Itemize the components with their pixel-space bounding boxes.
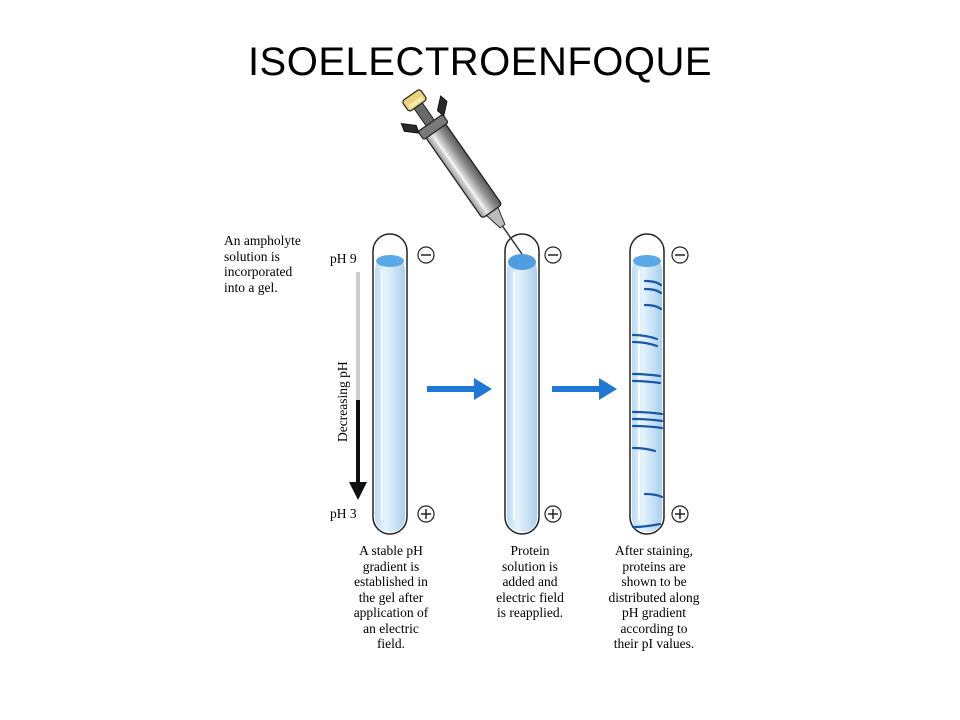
gel-tube-1 <box>372 233 408 535</box>
pipette-icon <box>400 89 523 255</box>
gel-tube-2 <box>504 233 540 535</box>
caption-step-3-text: After staining, proteins are shown to be… <box>608 543 700 651</box>
arrow-right-icon <box>552 378 617 400</box>
caption-step-3: After staining, proteins are shown to be… <box>586 543 722 652</box>
ph-axis: pH 9 pH 3 Decreasing pH <box>330 251 367 521</box>
ph-top-label: pH 9 <box>330 251 357 266</box>
electrode-markers <box>417 246 689 523</box>
slide-title: ISOELECTROENFOQUE <box>247 40 713 84</box>
caption-step-1-text: A stable pH gradient is established in t… <box>353 543 429 651</box>
intro-text: An ampholyte solution is incorporated in… <box>224 233 334 295</box>
plus-electrode-icon <box>417 505 435 523</box>
caption-step-2: Protein solution is added and electric f… <box>465 543 595 621</box>
caption-step-2-text: Protein solution is added and electric f… <box>496 543 564 620</box>
caption-step-1: A stable pH gradient is established in t… <box>326 543 456 652</box>
axis-label: Decreasing pH <box>335 361 350 442</box>
protein-bands <box>631 279 664 529</box>
minus-electrode-icon <box>671 246 689 264</box>
plus-electrode-icon <box>671 505 689 523</box>
gel-tube-3 <box>629 233 665 535</box>
minus-electrode-icon <box>417 246 435 264</box>
plus-electrode-icon <box>544 505 562 523</box>
arrow-down-icon <box>349 482 367 500</box>
ph-bottom-label: pH 3 <box>330 506 357 521</box>
arrow-right-icon <box>427 378 492 400</box>
intro-text-content: An ampholyte solution is incorporated in… <box>224 233 301 295</box>
minus-electrode-icon <box>544 246 562 264</box>
